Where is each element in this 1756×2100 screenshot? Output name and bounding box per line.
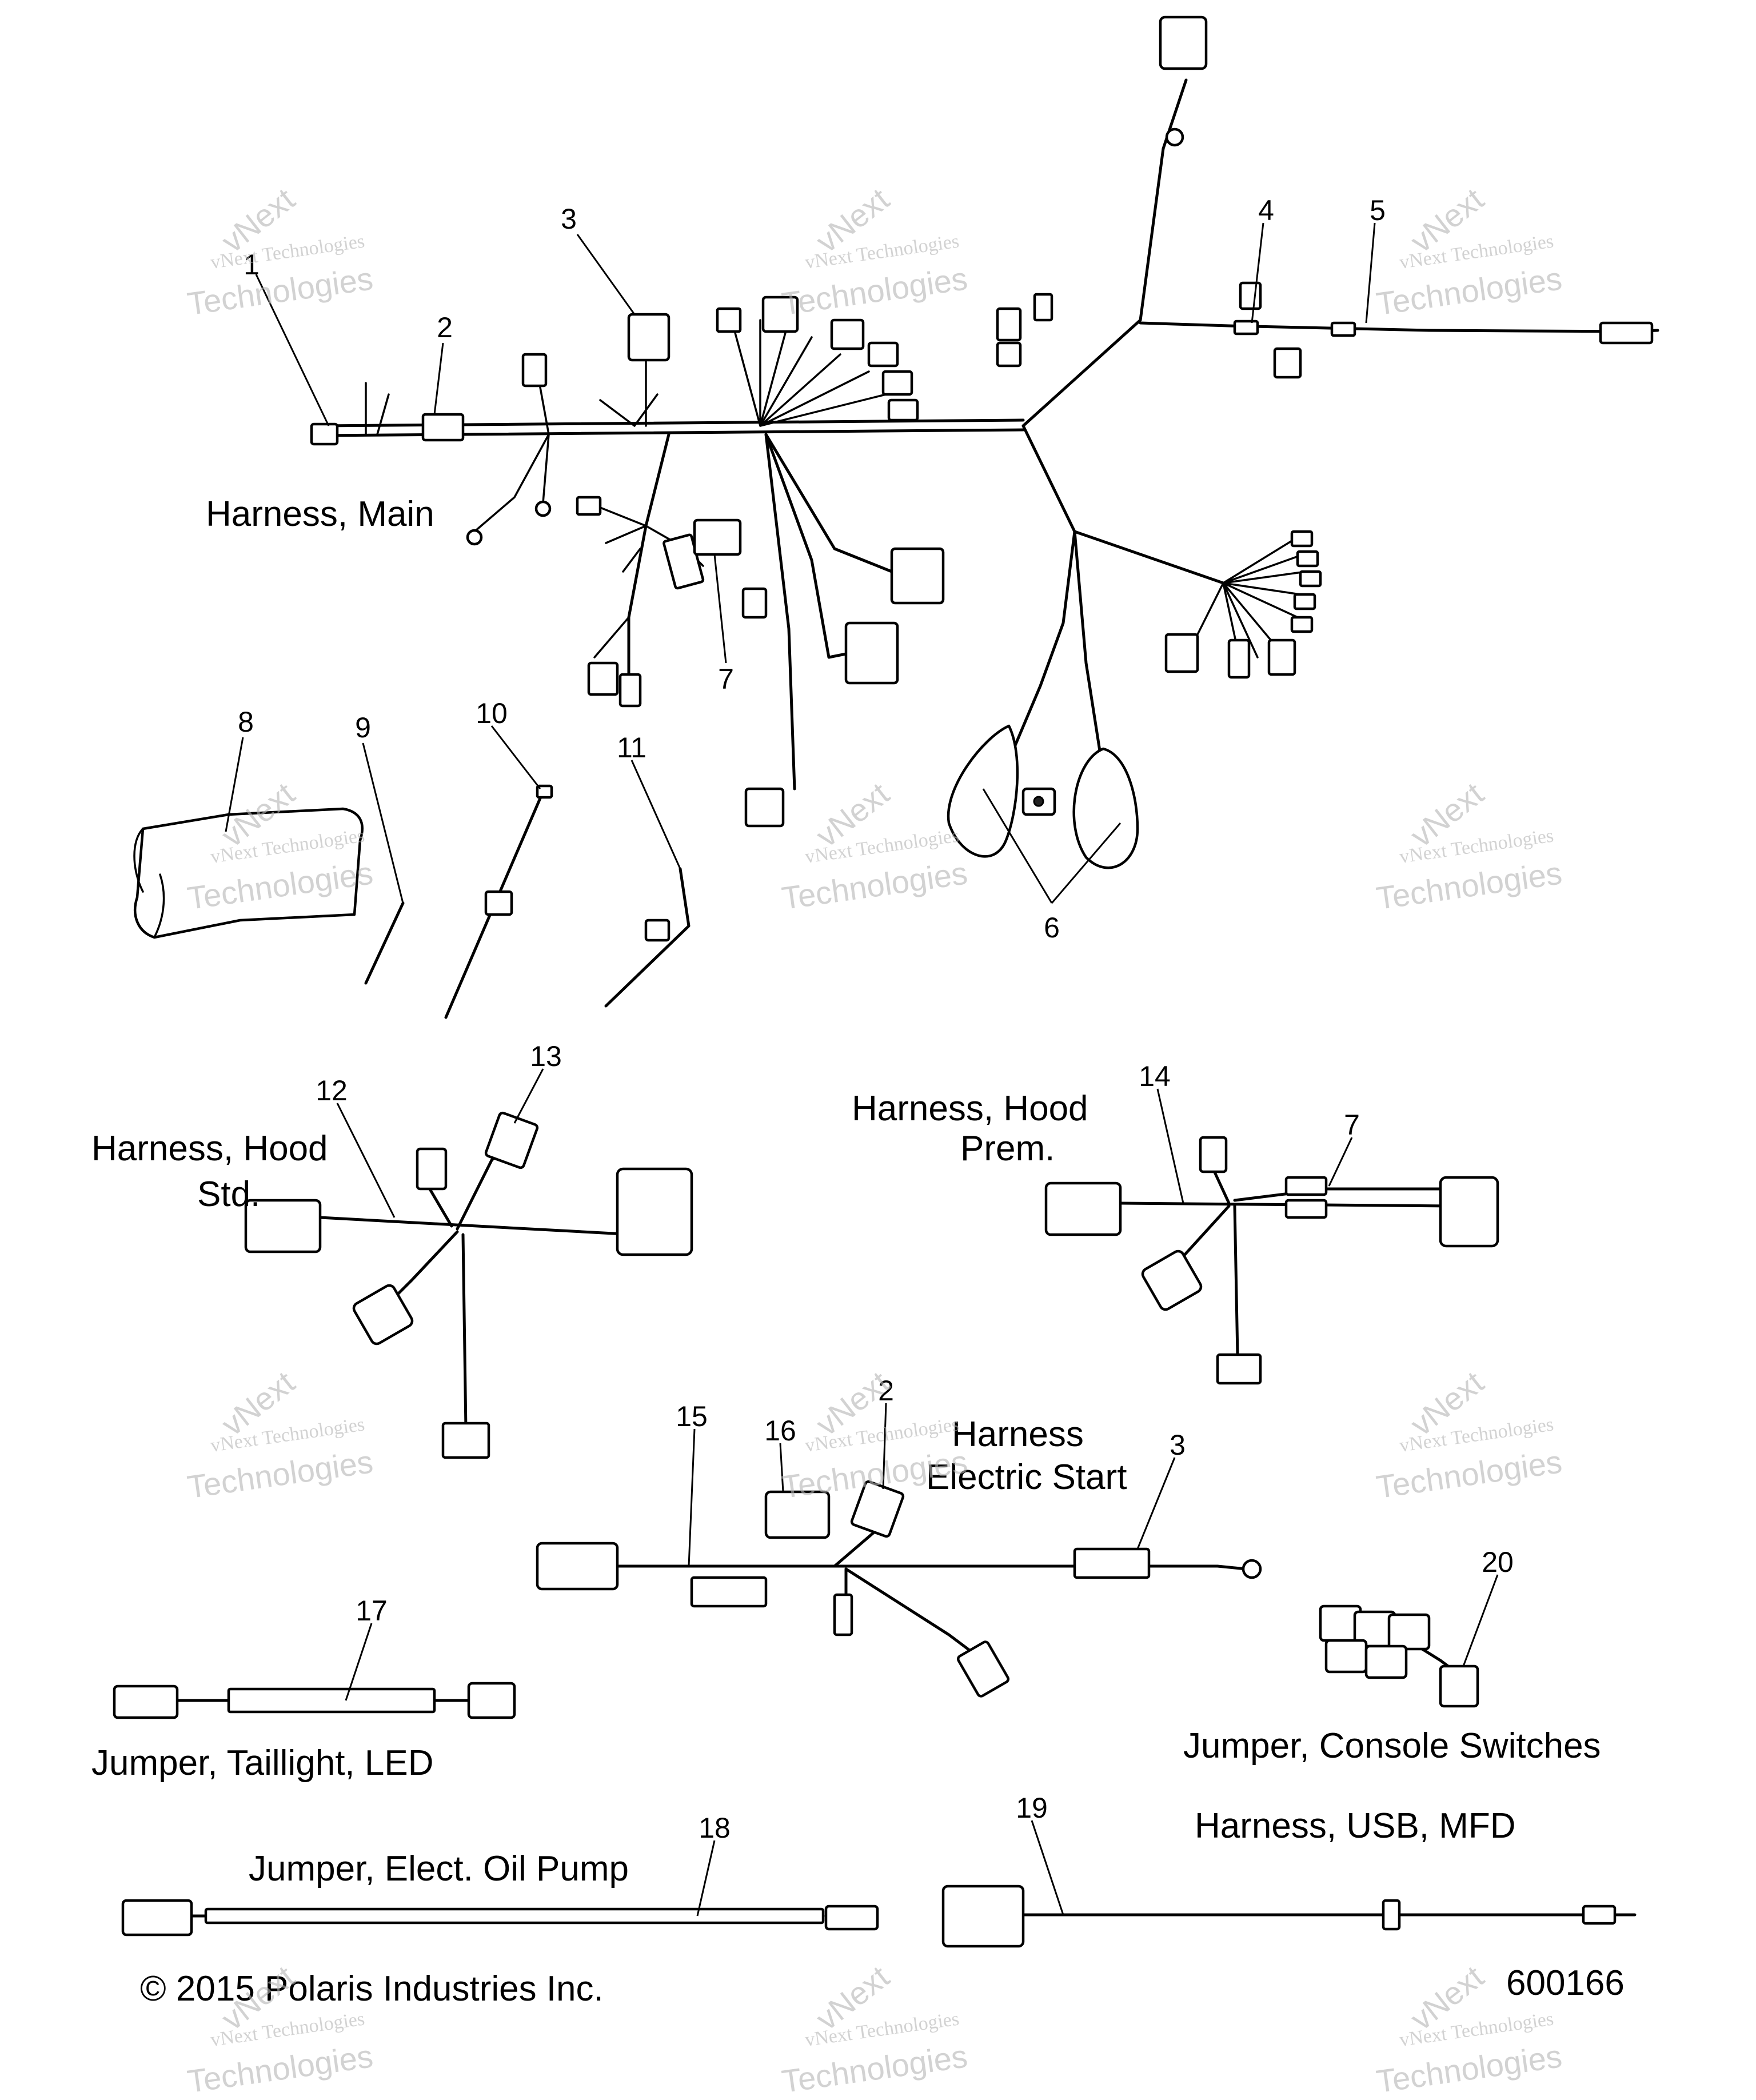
copyright-text: © 2015 Polaris Industries Inc. — [140, 1969, 604, 2009]
caption-layer: Harness, Main Harness, Hood Std. Harness… — [91, 494, 1625, 2009]
caption-harness-hood-prem-2: Prem. — [960, 1129, 1055, 1168]
caption-harness-electric-start-1: Harness — [952, 1415, 1084, 1454]
callout-10: 10 — [476, 697, 508, 729]
watermark: vNext Technologies vNext Technologies — [185, 1364, 375, 1505]
callout-19: 19 — [1016, 1792, 1048, 1824]
callout-18: 18 — [699, 1812, 731, 1844]
callout-2b: 2 — [878, 1375, 894, 1407]
caption-jumper-console: Jumper, Console Switches — [1183, 1726, 1601, 1766]
caption-harness-hood-prem-1: Harness, Hood — [852, 1089, 1088, 1128]
watermark: vNext Technologies vNext Technologies — [185, 181, 375, 322]
caption-harness-electric-start-2: Electric Start — [926, 1458, 1127, 1497]
callout-15: 15 — [676, 1400, 708, 1432]
callout-13: 13 — [530, 1040, 562, 1072]
watermark: vNext Technologies vNext Technologies — [780, 181, 969, 322]
callout-7a: 7 — [718, 663, 734, 695]
caption-jumper-oil-pump: Jumper, Elect. Oil Pump — [249, 1849, 629, 1889]
callout-3a: 3 — [561, 203, 577, 235]
callout-7b: 7 — [1344, 1109, 1360, 1141]
caption-harness-hood-std-1: Harness, Hood — [91, 1129, 328, 1168]
callout-12: 12 — [316, 1075, 348, 1107]
jumpers-drawing — [113, 1604, 1637, 1948]
callout-16: 16 — [764, 1415, 796, 1447]
harness-electric-start-drawing — [536, 1480, 1262, 1698]
loose-parts-drawing — [133, 784, 691, 1019]
callout-14: 14 — [1139, 1060, 1171, 1092]
callout-6: 6 — [1044, 912, 1060, 944]
callout-layer: 1 2 3 4 5 6 7 8 9 10 11 12 13 14 7 15 16… — [225, 194, 1514, 1917]
figure-number: 600166 — [1506, 1963, 1625, 2003]
callout-8: 8 — [238, 706, 254, 738]
harness-hood-std-drawing — [244, 1111, 693, 1459]
callout-9: 9 — [355, 712, 371, 744]
watermark: vNext Technologies vNext Technologies — [780, 1958, 969, 2099]
caption-harness-hood-std-2: Std. — [197, 1175, 260, 1214]
harness-main-drawing — [310, 15, 1659, 869]
callout-5: 5 — [1370, 194, 1386, 226]
callout-3b: 3 — [1170, 1429, 1186, 1461]
watermark: vNext Technologies vNext Technologies — [1374, 181, 1564, 322]
caption-harness-usb: Harness, USB, MFD — [1195, 1806, 1516, 1846]
callout-20: 20 — [1482, 1546, 1514, 1578]
watermark: vNext Technologies vNext Technologies — [780, 1364, 969, 1505]
callout-4: 4 — [1258, 194, 1274, 226]
callout-2a: 2 — [437, 312, 453, 344]
caption-harness-main: Harness, Main — [206, 494, 434, 534]
callout-17: 17 — [356, 1595, 388, 1627]
callout-11: 11 — [617, 732, 646, 764]
watermark: vNext Technologies vNext Technologies — [780, 775, 969, 916]
caption-jumper-taillight: Jumper, Taillight, LED — [91, 1743, 433, 1783]
watermark: vNext Technologies vNext Technologies — [1374, 775, 1564, 916]
harness-hood-prem-drawing — [1044, 1136, 1499, 1385]
callout-1: 1 — [244, 249, 260, 281]
watermark: vNext Technologies vNext Technologies — [1374, 1364, 1564, 1505]
